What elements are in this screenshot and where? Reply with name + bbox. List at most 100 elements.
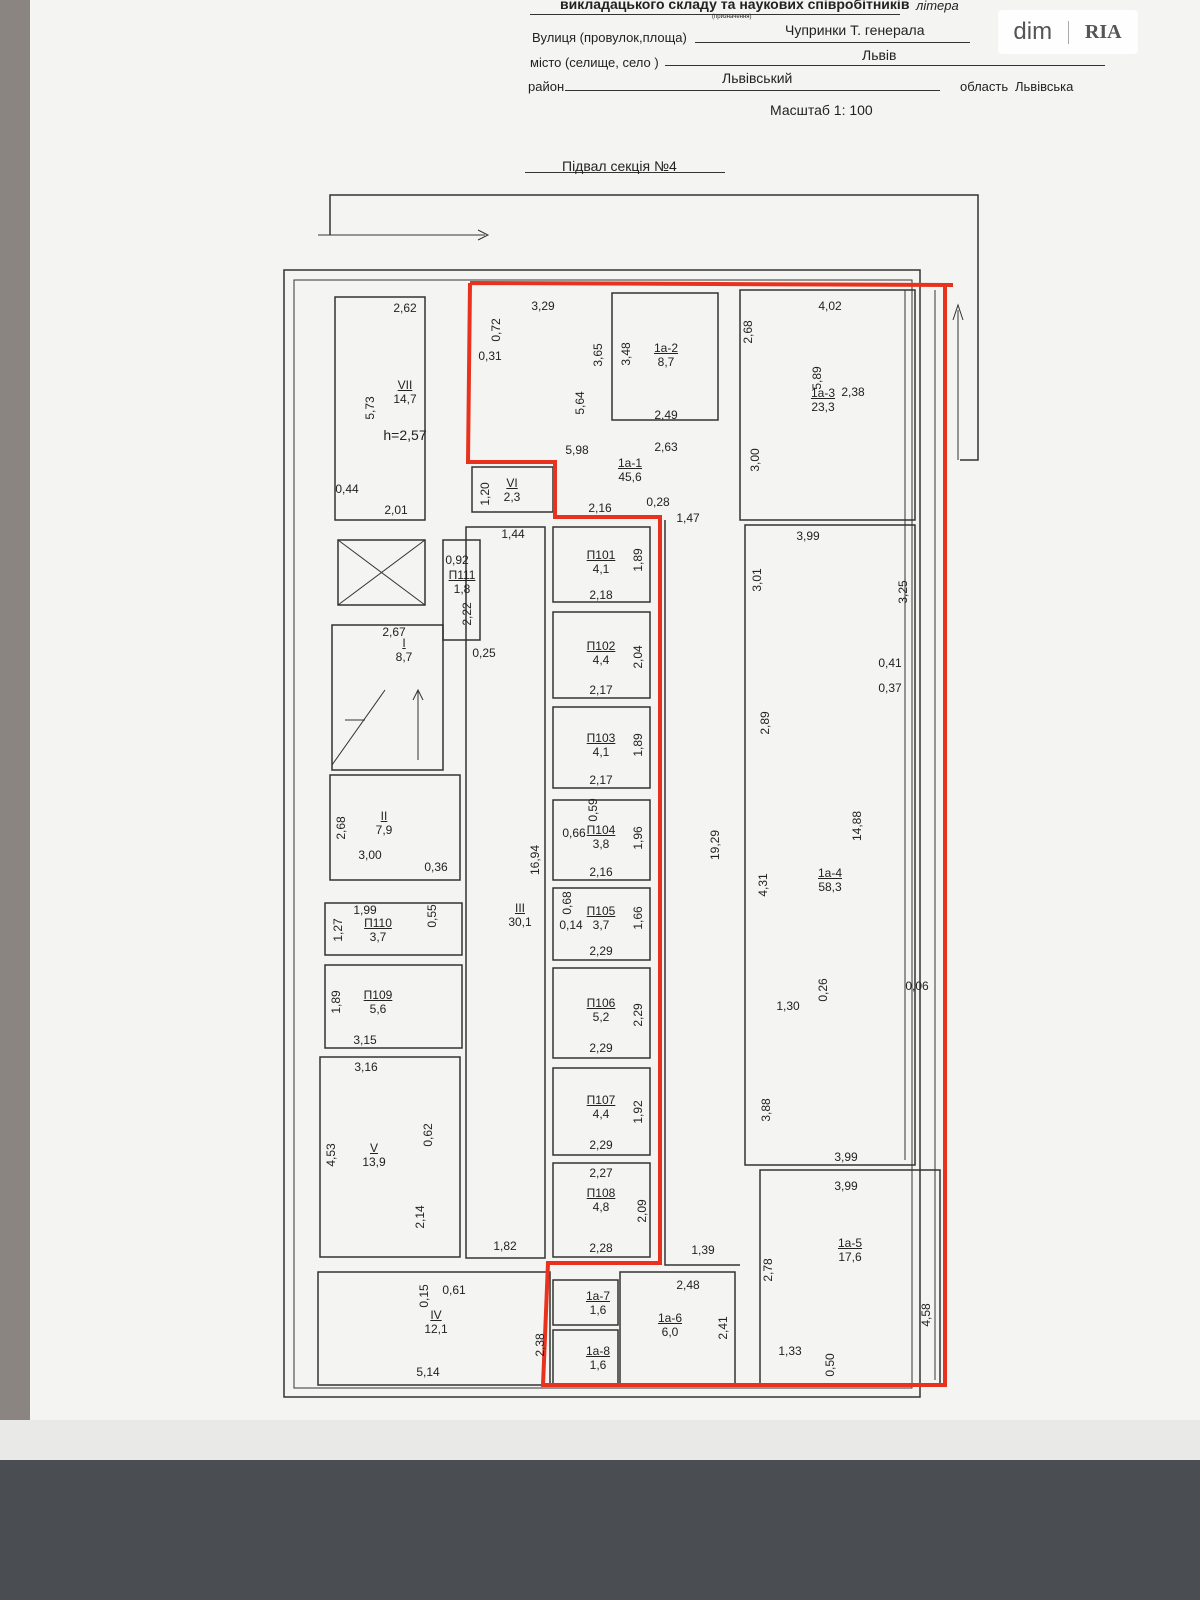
room-id: П107 <box>586 1093 616 1107</box>
dimension-label: 2,68 <box>741 320 755 344</box>
dimension-label: 3,48 <box>619 342 633 366</box>
dimension-label: 16,94 <box>528 844 542 876</box>
purpose-caption: (призначення) <box>712 14 752 20</box>
room-area: 8,7 <box>657 355 675 369</box>
district-value: Львівський <box>722 70 793 86</box>
dimension-label: 3,99 <box>834 1179 858 1193</box>
dimension-label: 1,89 <box>631 548 645 572</box>
room-area: 14,7 <box>393 392 417 406</box>
elevator-shaft <box>337 539 426 606</box>
room-area: 58,3 <box>818 880 842 894</box>
dimension-label: 1,66 <box>631 906 645 930</box>
section-title: Підвал секція №4 <box>562 158 677 174</box>
logo-dim: dim <box>1013 18 1053 45</box>
room-id: П104 <box>586 823 616 837</box>
dimension-label: 3,00 <box>748 448 762 472</box>
room-id: П111 <box>448 568 476 582</box>
room-area: 1,6 <box>589 1303 607 1317</box>
room-area: 4,1 <box>592 562 610 576</box>
dimension-label: 3,25 <box>896 580 910 604</box>
dimension-label: 1,27 <box>331 918 345 942</box>
dimension-label: 14,88 <box>850 810 864 842</box>
dimension-label: 1,20 <box>478 482 492 506</box>
corridor-wall <box>664 520 740 1266</box>
room-id: IV <box>430 1308 442 1322</box>
room-id: П110 <box>364 916 392 930</box>
room-area: 30,1 <box>508 915 532 929</box>
dimension-label: 0,59 <box>586 798 600 822</box>
dimension-label: 1,99 <box>353 903 377 917</box>
room-id: 1a-1 <box>617 456 643 470</box>
room-iv <box>317 1271 551 1386</box>
city-label: місто (селище, село ) <box>530 55 659 70</box>
dimension-label: 2,41 <box>716 1316 730 1340</box>
city-value: Львів <box>862 47 897 63</box>
dimension-label: 1,44 <box>501 527 525 541</box>
dimension-label: 2,89 <box>758 711 772 735</box>
room-id: V <box>369 1141 379 1155</box>
dimension-label: 0,15 <box>417 1284 431 1308</box>
dimension-label: 1,47 <box>676 511 700 525</box>
room-area: 3,7 <box>592 918 610 932</box>
room-area: 3,7 <box>369 930 387 944</box>
room-id: I <box>402 636 406 650</box>
dimension-label: 3,88 <box>759 1098 773 1122</box>
room-area: 13,9 <box>362 1155 386 1169</box>
dimension-label: 0,55 <box>425 904 439 928</box>
room-id: 1a-8 <box>585 1344 611 1358</box>
dimension-label: 2,38 <box>841 385 865 399</box>
litera-label: літера <box>916 0 959 13</box>
dimension-label: 2,29 <box>589 944 613 958</box>
dimension-label: 0,26 <box>816 978 830 1002</box>
room-area: 23,3 <box>811 400 835 414</box>
room-area: 3,8 <box>592 837 610 851</box>
dimension-label: 4,58 <box>919 1303 933 1327</box>
dimension-label: 0,92 <box>445 553 469 567</box>
logo-ria: RIA <box>1067 20 1139 44</box>
room-1a-3 <box>739 289 916 521</box>
dimension-label: 1,82 <box>493 1239 517 1253</box>
room-id: III <box>514 901 526 915</box>
room-ii <box>329 774 461 881</box>
dimension-label: 1,30 <box>776 999 800 1013</box>
dimension-label: 2,29 <box>589 1041 613 1055</box>
dimension-label: 1,92 <box>631 1100 645 1124</box>
dimension-label: 2,04 <box>631 645 645 669</box>
dimension-label: 1,89 <box>329 990 343 1014</box>
dimension-label: 2,29 <box>589 1138 613 1152</box>
dimension-label: 2,38 <box>533 1333 547 1357</box>
building-outline <box>283 269 921 1398</box>
dimension-label: 5,89 <box>810 366 824 390</box>
dimension-label: 2,16 <box>589 865 613 879</box>
room-p110 <box>324 902 463 956</box>
purpose-line: викладацького складу та наукових співроб… <box>560 0 910 12</box>
room-area: 7,9 <box>375 823 393 837</box>
dimension-label: 5,64 <box>573 391 587 415</box>
room-iii <box>465 526 546 1259</box>
room-area: 4,4 <box>592 653 610 667</box>
room-i <box>331 624 444 771</box>
dimension-label: 0,25 <box>472 646 496 660</box>
paper-sheet <box>30 0 1200 1460</box>
dimension-label: 3,16 <box>354 1060 378 1074</box>
room-id: П109 <box>363 988 393 1002</box>
dimension-label: 1,96 <box>631 826 645 850</box>
room-id: 1a-7 <box>585 1289 611 1303</box>
room-id: 1a-5 <box>837 1236 863 1250</box>
room-area: 4,8 <box>592 1200 610 1214</box>
room-area: 8,7 <box>395 650 413 664</box>
dimension-label: 2,28 <box>589 1241 613 1255</box>
room-area: 12,1 <box>424 1322 448 1336</box>
dimension-label: 3,99 <box>834 1150 858 1164</box>
dimension-label: 2,18 <box>589 588 613 602</box>
